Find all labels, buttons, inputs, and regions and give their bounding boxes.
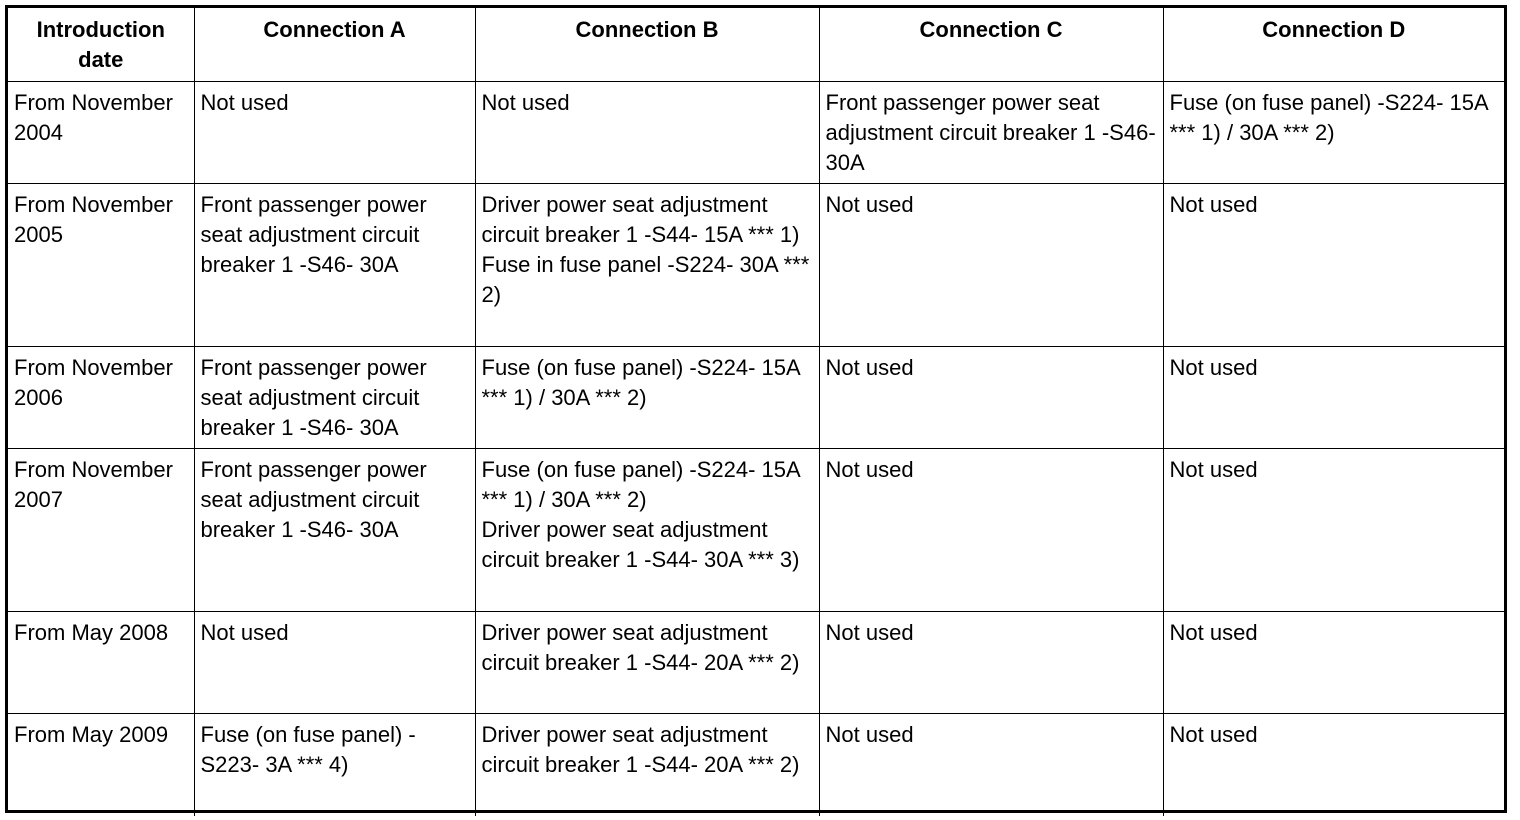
cell-connection-d: Not used [1162, 712, 1504, 816]
table-row: From May 2008 Not used Driver power seat… [8, 610, 1504, 714]
cell-connection-a: Front passenger power seat adjustment ci… [193, 182, 476, 347]
cell-text: Not used [1169, 191, 1258, 217]
table-row: From May 2009 Fuse (on fuse panel) -S223… [8, 712, 1504, 816]
cell-text: Not used [825, 191, 914, 217]
connection-table: Introduction date Connection A Connectio… [8, 8, 1504, 816]
cell-connection-d: Not used [1162, 182, 1504, 347]
cell-introduction-date: From May 2008 [8, 610, 195, 714]
cell-text: Driver power seat adjustment circuit bre… [481, 516, 800, 572]
header-connection-d: Connection D [1162, 8, 1504, 82]
cell-connection-a: Front passenger power seat adjustment ci… [193, 447, 476, 612]
cell-connection-b: Driver power seat adjustment circuit bre… [474, 610, 820, 714]
cell-connection-c: Not used [818, 447, 1164, 612]
cell-connection-b: Driver power seat adjustment circuit bre… [474, 182, 820, 347]
cell-connection-d: Not used [1162, 345, 1504, 449]
cell-text: Not used [200, 89, 289, 115]
header-connection-a: Connection A [193, 8, 476, 82]
cell-connection-c: Front passenger power seat adjustment ci… [818, 80, 1164, 184]
table-row: From November 2006 Front passenger power… [8, 345, 1504, 449]
cell-connection-c: Not used [818, 182, 1164, 347]
cell-connection-d: Not used [1162, 447, 1504, 612]
cell-connection-a: Front passenger power seat adjustment ci… [193, 345, 476, 449]
cell-connection-c: Not used [818, 610, 1164, 714]
cell-text: Not used [825, 619, 914, 645]
cell-text: Not used [825, 721, 914, 747]
cell-introduction-date: From May 2009 [8, 712, 195, 816]
header-connection-b: Connection B [474, 8, 820, 82]
cell-text: Not used [1169, 619, 1258, 645]
cell-text: Fuse (on fuse panel) -S224- 15A *** 1) /… [481, 354, 800, 410]
cell-introduction-date: From November 2004 [8, 80, 195, 184]
cell-text: Not used [1169, 456, 1258, 482]
cell-text: Fuse (on fuse panel) -S223- 3A *** 4) [200, 721, 416, 777]
cell-connection-a: Fuse (on fuse panel) -S223- 3A *** 4) [193, 712, 476, 816]
header-row: Introduction date Connection A Connectio… [8, 8, 1504, 82]
cell-text: Driver power seat adjustment circuit bre… [481, 191, 800, 247]
cell-connection-d: Not used [1162, 610, 1504, 714]
cell-text: Not used [1169, 354, 1258, 380]
cell-connection-d: Fuse (on fuse panel) -S224- 15A *** 1) /… [1162, 80, 1504, 184]
cell-text: Front passenger power seat adjustment ci… [200, 191, 427, 277]
cell-text: Fuse (on fuse panel) -S224- 15A *** 1) /… [481, 456, 800, 512]
cell-introduction-date: From November 2005 [8, 182, 195, 347]
header-connection-c: Connection C [818, 8, 1164, 82]
cell-text: Not used [1169, 721, 1258, 747]
cell-connection-c: Not used [818, 345, 1164, 449]
cell-text: Not used [200, 619, 289, 645]
table-row: From November 2005 Front passenger power… [8, 182, 1504, 347]
cell-introduction-date: From November 2006 [8, 345, 195, 449]
cell-connection-a: Not used [193, 80, 476, 184]
cell-introduction-date: From November 2007 [8, 447, 195, 612]
connection-table-frame: Introduction date Connection A Connectio… [5, 5, 1507, 816]
cell-text: Not used [825, 354, 914, 380]
cell-connection-a: Not used [193, 610, 476, 714]
cell-connection-b: Fuse (on fuse panel) -S224- 15A *** 1) /… [474, 447, 820, 612]
cell-connection-c: Not used [818, 712, 1164, 816]
cell-text: Not used [825, 456, 914, 482]
cell-text: Front passenger power seat adjustment ci… [825, 89, 1156, 175]
table-row: From November 2004 Not used Not used Fro… [8, 80, 1504, 184]
cell-text: Fuse (on fuse panel) -S224- 15A *** 1) /… [1169, 89, 1488, 145]
cell-text: Not used [481, 89, 570, 115]
cell-text: Front passenger power seat adjustment ci… [200, 456, 427, 542]
cell-text: Front passenger power seat adjustment ci… [200, 354, 427, 440]
table-row: From November 2007 Front passenger power… [8, 447, 1504, 612]
cell-text: Fuse in fuse panel -S224- 30A *** 2) [481, 251, 810, 307]
cell-connection-b: Driver power seat adjustment circuit bre… [474, 712, 820, 816]
cell-text: Driver power seat adjustment circuit bre… [481, 619, 800, 675]
header-introduction-date: Introduction date [8, 8, 195, 82]
cell-text: Driver power seat adjustment circuit bre… [481, 721, 800, 777]
cell-connection-b: Fuse (on fuse panel) -S224- 15A *** 1) /… [474, 345, 820, 449]
cell-connection-b: Not used [474, 80, 820, 184]
